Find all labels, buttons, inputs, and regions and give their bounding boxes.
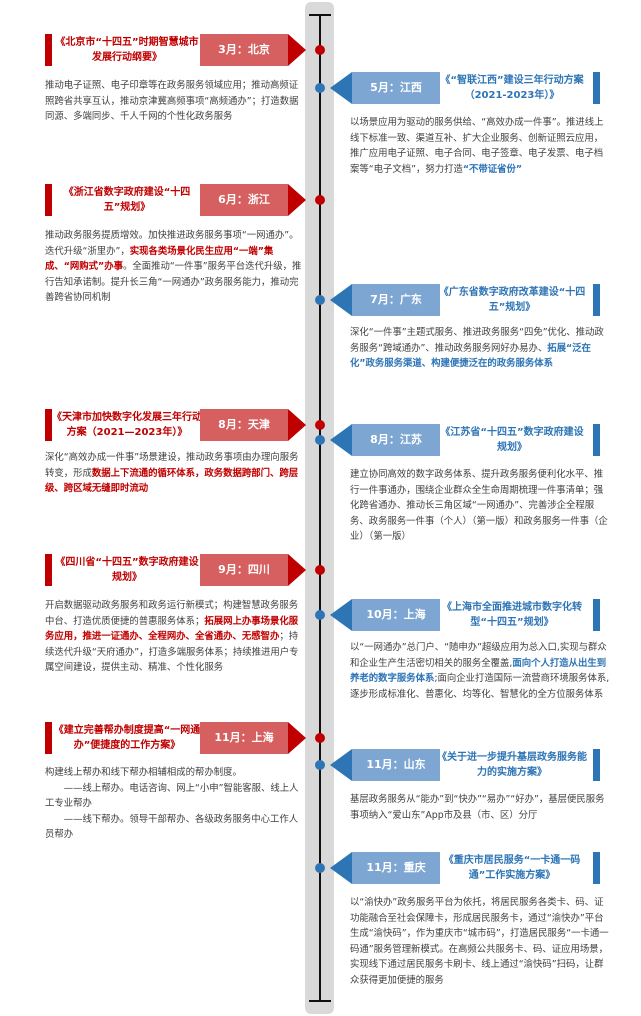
document-title: 《浙江省数字政府建设“十四五”规划》 [63, 187, 191, 213]
description-segment: 推动电子证照、电子印章等在政务服务领域应用；推动高频证照跨省共享互认，推动京津冀… [45, 80, 299, 123]
arrow-right-icon [288, 184, 306, 216]
timeline-dot [315, 760, 325, 770]
description-segment: 拓展网上办事场景化服务应用，推进一证通办、全程网办、全省通办、无感智办 [45, 615, 299, 643]
description-segment: 深化“高效办成一件事”场景建设，推动政务事项由办理向服务转变，形成 [45, 452, 299, 479]
document-title: 《四川省“十四五”数字政府建设规划》 [55, 557, 199, 583]
event-description: 建立协同高效的数字政务体系、提升政务服务便利化水平、推行一件事通办，围绕企业群众… [350, 467, 612, 545]
accent-bar [593, 599, 600, 631]
event-description: 以“一网通办”总门户、“随申办”超级应用为总入口,实现与群众和企业生产生活密切相… [350, 640, 612, 702]
month-region-label: 6月：浙江 [200, 184, 288, 216]
description-segment: “不带证省份” [462, 163, 523, 175]
arrow-left-icon [330, 72, 352, 104]
accent-bar [45, 409, 52, 441]
document-title: 《上海市全面推进城市数字化转型“十四五”规划》 [442, 602, 582, 628]
arrow-left-icon [330, 599, 352, 631]
month-region-label: 11月：上海 [200, 722, 288, 754]
arrow-left-icon [330, 852, 352, 884]
month-region-label: 3月：北京 [200, 34, 288, 66]
description-segment: 建立协同高效的数字政务体系、提升政务服务便利化水平、推行一件事通办，围绕企业群众… [350, 469, 608, 543]
description-segment: 推动政务服务提质增效。加快推进政务服务事项“一网通办”。迭代升级“浙里办”， [45, 230, 299, 257]
event-description: 以场景应用为驱动的服务供给、“高效办成一件事”。推进线上线下标准一致、渠道互补、… [350, 115, 612, 177]
arrow-left-icon [330, 284, 352, 316]
accent-bar [593, 749, 600, 781]
timeline-dot [315, 863, 325, 873]
description-segment: 深化“一件事”主题式服务、推进政务服务“四免”优化、推动政务服务“跨域通办”、推… [350, 327, 604, 354]
description-segment: ——线上帮办。电话咨询、网上“小申”智能客服、线上人工专业帮办 [45, 782, 299, 810]
timeline-axis-line [319, 15, 321, 1001]
month-region-label: 5月：江西 [352, 72, 440, 104]
description-segment: 面向个人打造从出生到养老的数字服务体系 [350, 657, 607, 685]
arrow-right-icon [288, 409, 306, 441]
accent-bar [593, 284, 600, 316]
arrow-left-icon [330, 749, 352, 781]
document-title: 《关于进一步提升基层政务服务能力的实施方案》 [437, 752, 587, 778]
description-segment: ；持续迭代升级“天府通办”，打造多端服务体系；持续推进用户专属空间建设，提供主动… [45, 631, 299, 674]
document-title: 《建立完善帮办制度提高“一网通办”便捷度的工作方案》 [53, 725, 201, 751]
document-title: 《江苏省“十四五”数字政府建设规划》 [440, 427, 584, 453]
accent-bar [593, 852, 600, 884]
description-segment: 实现各类场景化民生应用“一端”集成、“网购式”办事 [45, 245, 274, 273]
event-description: 推动电子证照、电子印章等在政务服务领域应用；推动高频证照跨省共享互认，推动京津冀… [45, 78, 303, 125]
description-segment: 以场景应用为驱动的服务供给、“高效办成一件事”。推进线上线下标准一致、渠道互补、… [350, 117, 604, 175]
month-region-label: 11月：重庆 [352, 852, 440, 884]
month-region-label: 8月：天津 [200, 409, 288, 441]
month-region-label: 9月：四川 [200, 554, 288, 586]
event-description: 开启数据驱动政务服务和政务运行新模式；构建智慧政务服务中台、打造优质便捷的普惠服… [45, 598, 303, 676]
accent-bar [45, 554, 52, 586]
timeline-top-cap [309, 14, 331, 16]
description-segment: 构建线上帮办和线下帮办相辅相成的帮办制度。 [45, 767, 242, 778]
document-title: 《广东省数字政府改革建设“十四五”规划》 [438, 287, 586, 313]
arrow-right-icon [288, 554, 306, 586]
document-title: 《“智联江西”建设三年行动方案（2021-2023年）》 [440, 75, 584, 101]
document-title: 《重庆市居民服务“一卡通一码通”工作实施方案》 [443, 855, 581, 881]
description-segment: 拓展“泛在化”政务服务渠道、构建便捷泛在的政务服务体系 [350, 342, 591, 370]
description-segment: 基层政务服务从“能办”到“快办”“易办”“好办”，基层便民服务事项纳入“爱山东”… [350, 794, 605, 821]
description-segment: ;面向企业打造国际一流营商环境服务体系,逐步形成标准化、普惠化、均等化、智慧化的… [350, 673, 610, 700]
description-segment: ——线下帮办。领导干部帮办、各级政务服务中心工作人员帮办 [45, 813, 299, 841]
accent-bar [45, 722, 52, 754]
event-description: 深化“高效办成一件事”场景建设，推动政务事项由办理向服务转变，形成数据上下流通的… [45, 450, 303, 497]
timeline-bottom-cap [309, 1000, 331, 1002]
timeline-dot [315, 295, 325, 305]
event-description: 深化“一件事”主题式服务、推进政务服务“四免”优化、推动政务服务“跨域通办”、推… [350, 325, 612, 372]
description-segment: 以“一网通办”总门户、“随申办”超级应用为总入口,实现与群众和企业生产生活密切相… [350, 642, 607, 669]
month-region-label: 11月：山东 [352, 749, 440, 781]
timeline-dot [315, 420, 325, 430]
document-title: 《北京市“十四五”时期智慧城市发展行动纲要》 [55, 37, 199, 63]
arrow-left-icon [330, 424, 352, 456]
timeline-dot [315, 565, 325, 575]
month-region-label: 10月：上海 [352, 599, 440, 631]
description-segment: 以“渝快办”政务服务平台为依托，将居民服务各类卡、码、证功能融合至社会保障卡，形… [350, 897, 609, 986]
arrow-right-icon [288, 34, 306, 66]
timeline-dot [315, 435, 325, 445]
timeline-dot [315, 733, 325, 743]
event-description: 以“渝快办”政务服务平台为依托，将居民服务各类卡、码、证功能融合至社会保障卡，形… [350, 895, 612, 989]
accent-bar [45, 184, 52, 216]
accent-bar [45, 34, 52, 66]
description-segment: 数据上下流通的循环体系，政务数据跨部门、跨层级、跨区域无缝即时流动 [45, 467, 299, 495]
event-description: 推动政务服务提质增效。加快推进政务服务事项“一网通办”。迭代升级“浙里办”，实现… [45, 228, 303, 306]
month-region-label: 8月：江苏 [352, 424, 440, 456]
timeline-dot [315, 610, 325, 620]
timeline-dot [315, 83, 325, 93]
timeline-dot [315, 45, 325, 55]
document-title: 《天津市加快数字化发展三年行动方案（2021—2023年）》 [52, 412, 202, 438]
description-segment: 开启数据驱动政务服务和政务运行新模式；构建智慧政务服务中台、打造优质便捷的普惠服… [45, 600, 299, 627]
timeline-dot [315, 195, 325, 205]
accent-bar [593, 72, 600, 104]
arrow-right-icon [288, 722, 306, 754]
event-description: 构建线上帮办和线下帮办相辅相成的帮办制度。 ——线上帮办。电话咨询、网上“小申”智… [45, 765, 303, 843]
month-region-label: 7月：广东 [352, 284, 440, 316]
description-segment: 。全面推动“一件事”服务平台迭代升级，推行告知承诺制。提升长三角“一网通办”政务… [45, 261, 302, 304]
event-description: 基层政务服务从“能办”到“快办”“易办”“好办”，基层便民服务事项纳入“爱山东”… [350, 792, 612, 823]
accent-bar [593, 424, 600, 456]
